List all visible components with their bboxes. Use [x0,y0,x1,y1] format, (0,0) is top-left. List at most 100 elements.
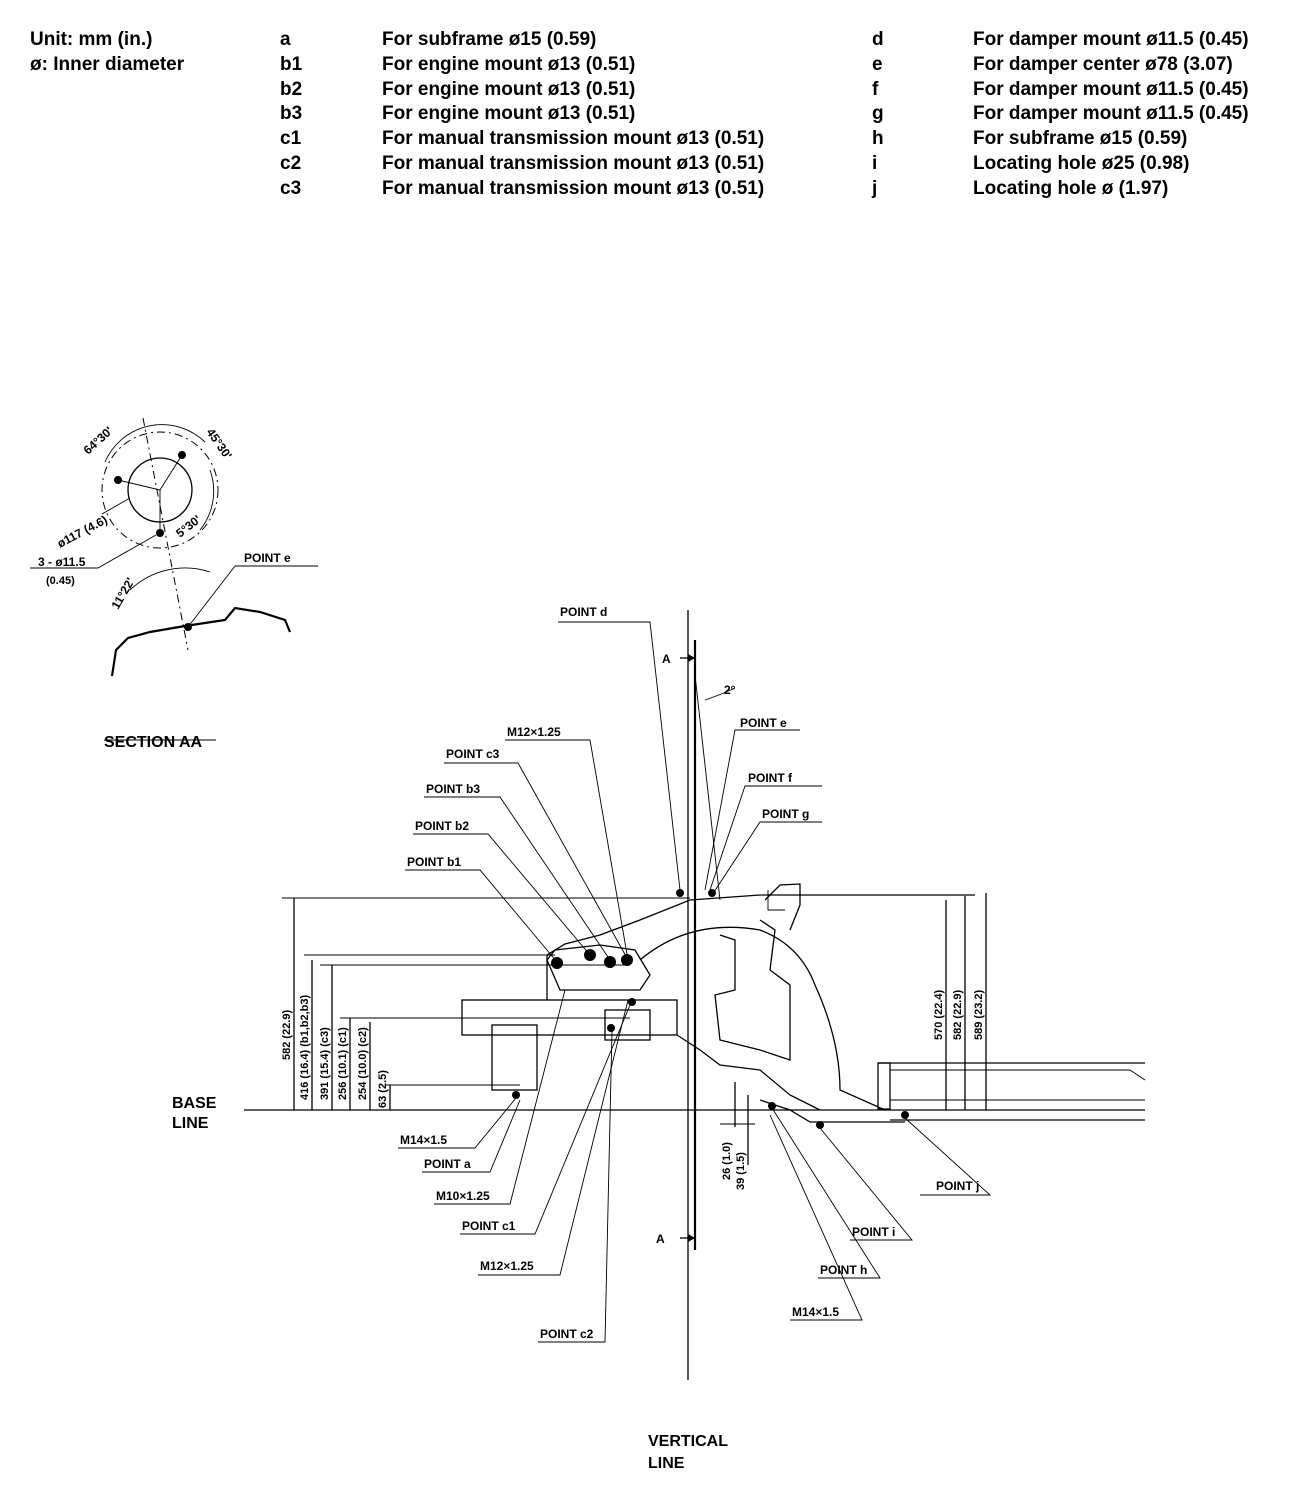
bolt-hole [178,451,186,459]
thread-m10-label: M10×1.25 [436,1189,490,1203]
dim-582-left-label: 582 (22.9) [281,1010,293,1060]
point-e-label: POINT e [740,716,787,730]
legend-desc: For damper mount ø11.5 (0.45) [973,29,1249,50]
point-b1-marker [551,957,563,969]
arrow-head [688,654,695,662]
leader-point-c1 [460,1004,631,1235]
leader-point-e [704,729,800,891]
legend-code: h [872,128,884,150]
legend-desc: For subframe ø15 (0.59) [973,128,1188,150]
legend-code: b2 [280,78,303,100]
legend-code: c3 [280,177,302,199]
legend-right-codes: d e f g h i j [872,28,884,202]
lower-panel-outline [676,1034,821,1111]
legend-left-codes: a b1 b2 b3 c1 c2 c3 [280,28,302,202]
point-d-marker [676,889,684,897]
point-a-marker [512,1091,520,1099]
leader-line [187,565,236,628]
point-c1-marker [628,998,636,1006]
bolt-hole [156,529,164,537]
legend-code: f [872,78,879,100]
section-aa-title: SECTION AA [104,734,203,751]
leader-point-b2 [413,833,591,956]
dim-582-right-label: 582 (22.9) [952,990,964,1040]
side-member-flange [877,1062,891,1110]
leader-point-g [713,821,822,893]
dim-254-label: 254 (10.0) (c2) [357,1027,369,1100]
two-degree-line [694,674,721,901]
point-g-label: POINT g [762,807,809,821]
upper-frame-outline [546,894,975,1000]
dim-391-label: 391 (15.4) (c3) [319,1027,331,1100]
arrow-head [688,1234,695,1242]
damper-bracket-detail [767,890,785,911]
legend-desc: For damper mount ø11.5 (0.45) [973,103,1249,125]
point-b2-label: POINT b2 [415,819,469,833]
inner-panel-outline [714,919,791,1061]
point-b3-marker [604,956,616,968]
point-d-label: POINT d [560,605,607,619]
legend-code: i [872,152,878,174]
vertical-line-label-2: LINE [648,1455,685,1472]
legend-desc: Locating hole ø25 (0.98) [973,152,1190,174]
leader-line [101,497,131,515]
damper-bracket-outline [764,883,801,931]
legend-code: c1 [280,128,302,150]
legend-code: j [872,177,878,199]
leader-m12-bottom [478,999,629,1276]
legend-code: b1 [280,53,303,75]
bolt-hole [114,476,122,484]
dim-256-label: 256 (10.1) (c1) [337,1027,349,1100]
point-c1-label: POINT c1 [462,1219,516,1233]
legend-desc: For damper center ø78 (3.07) [973,53,1233,75]
point-h-marker [768,1102,776,1110]
point-e-section-label: POINT e [244,551,291,565]
legend-desc: For manual transmission mount ø13 (0.51) [382,128,765,150]
legend-desc: For damper mount ø11.5 (0.45) [973,78,1249,100]
bolt-ray [159,454,183,491]
main-view: POINT d POINT e POINT f POINT g M12×1.25… [172,605,1146,1472]
legend-desc: For engine mount ø13 (0.51) [382,103,636,125]
point-h-label: POINT h [820,1263,867,1277]
dim-570-label: 570 (22.4) [933,990,945,1040]
angle-arc-bottom [129,567,211,591]
point-j-marker [901,1111,909,1119]
point-i-marker [816,1121,824,1129]
panel-section-outline [110,606,292,677]
legend-desc: For engine mount ø13 (0.51) [382,53,636,75]
point-c2-marker [607,1024,615,1032]
point-i-label: POINT i [852,1225,895,1239]
side-member-end [1129,1069,1146,1081]
legend-desc: For manual transmission mount ø13 (0.51) [382,177,765,199]
base-line-label-2: LINE [172,1115,209,1132]
legend-right-descriptions: For damper mount ø11.5 (0.45) For damper… [973,28,1249,202]
angle-arc-right [199,469,215,531]
leader-point-d [558,621,681,891]
section-marker-bottom: A [656,1232,665,1246]
leader-m14-right [769,1114,863,1321]
legend-notes: Unit: mm (in.) ø: Inner diameter [30,28,184,78]
sill-outline [759,1099,905,1123]
legend-code: g [872,103,884,125]
thread-m14-right-label: M14×1.5 [792,1305,839,1319]
leader-m12-top [505,739,629,961]
angle-arc [704,687,736,701]
subframe-lower-bracket [491,1024,538,1091]
legend-code: a [280,29,291,50]
leader-point-c2 [538,1029,613,1343]
thread-m14-left-label: M14×1.5 [400,1133,447,1147]
point-c3-label: POINT c3 [446,747,500,761]
inner-diameter-label: ø: Inner diameter [30,53,185,75]
engine-mount-bracket [546,944,651,991]
point-b3-label: POINT b3 [426,782,480,796]
legend-code: d [872,29,884,50]
point-f-label: POINT f [748,771,793,785]
legend-desc: For engine mount ø13 (0.51) [382,78,636,100]
subframe-rail [461,999,678,1036]
leader-point-f [709,785,822,891]
vertical-line-label-1: VERTICAL [648,1433,728,1450]
legend-desc: Locating hole ø (1.97) [973,177,1169,199]
section-centerline [142,417,189,651]
leader-point-b1 [405,869,558,963]
